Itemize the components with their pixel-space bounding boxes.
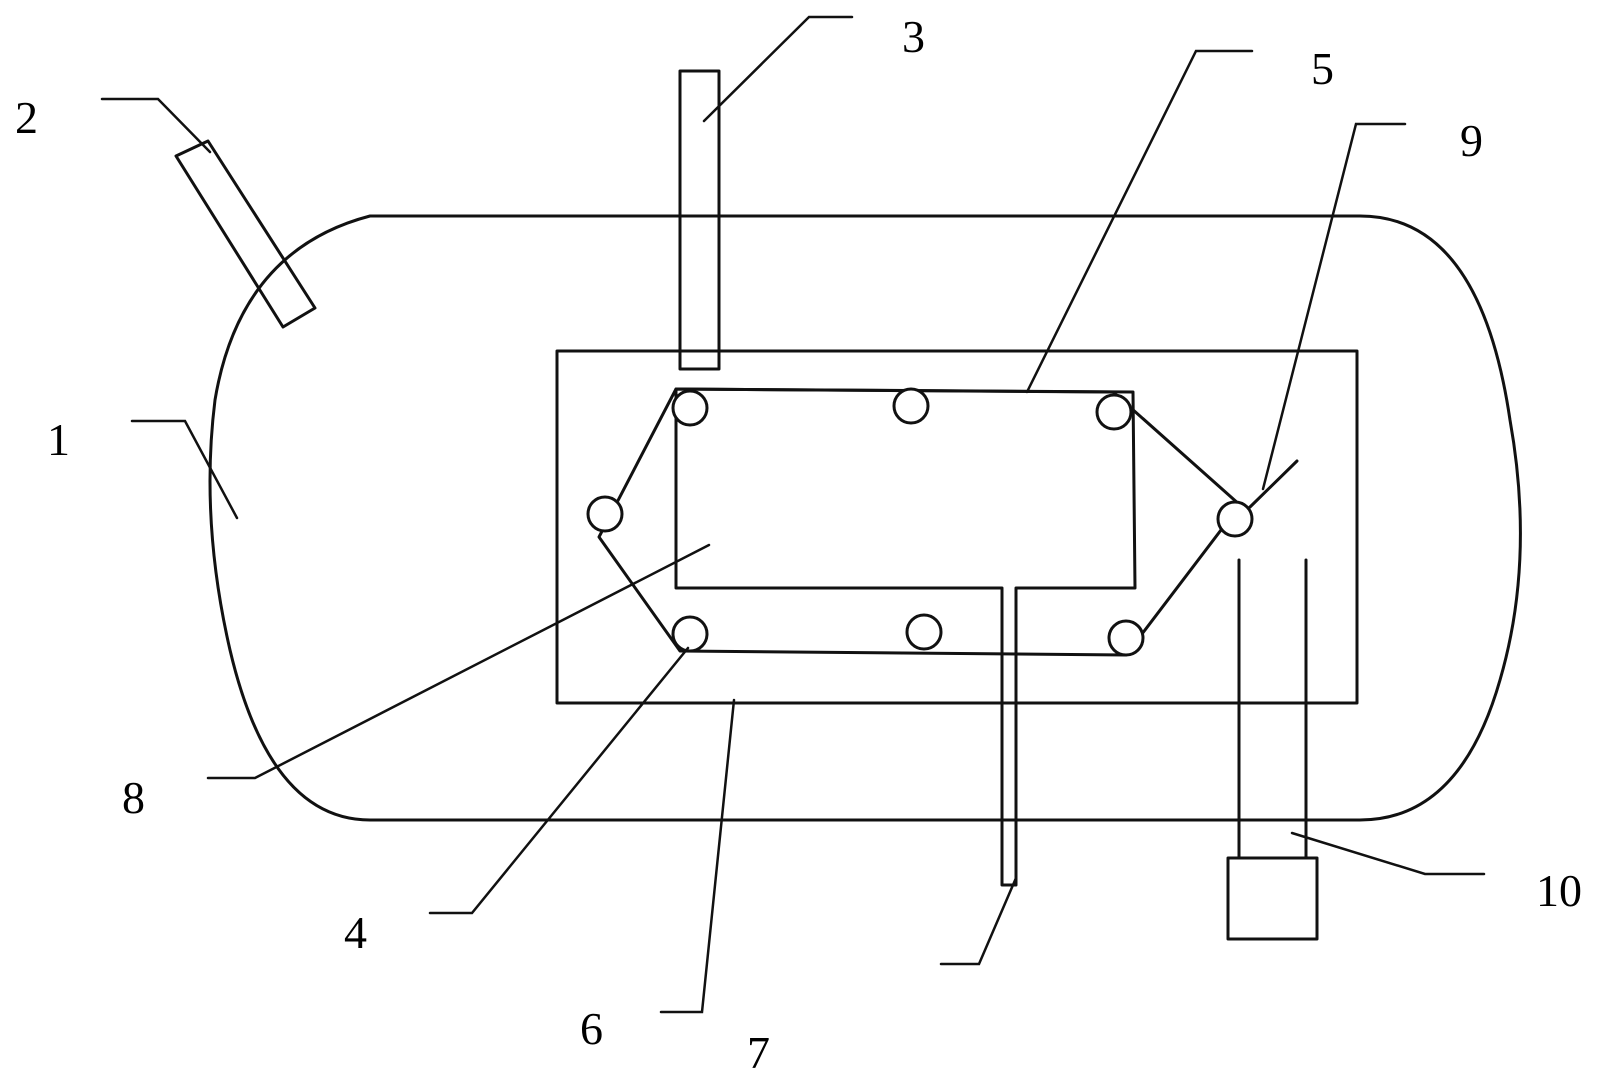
label-7: 7 bbox=[747, 1027, 770, 1078]
leader-6 bbox=[659, 698, 736, 1014]
angled-nozzle bbox=[174, 139, 317, 329]
vessel-body bbox=[208, 214, 1522, 822]
leader-3 bbox=[702, 15, 854, 123]
roller bbox=[1107, 619, 1145, 657]
label-9: 9 bbox=[1460, 115, 1483, 166]
roller bbox=[1216, 500, 1254, 538]
inner-frame bbox=[555, 349, 1359, 705]
leader-2 bbox=[100, 97, 212, 154]
roller bbox=[586, 495, 624, 533]
roller-group bbox=[586, 387, 1254, 657]
label-8: 8 bbox=[122, 772, 145, 823]
roller bbox=[1095, 393, 1133, 431]
core-block bbox=[674, 387, 1137, 887]
label-1: 1 bbox=[47, 414, 70, 465]
leader-4 bbox=[428, 646, 690, 915]
roller bbox=[905, 613, 943, 651]
label-2: 2 bbox=[15, 92, 38, 143]
leader-9 bbox=[1261, 122, 1407, 491]
leader-8 bbox=[206, 543, 711, 780]
leader-1 bbox=[130, 419, 239, 520]
feed-box bbox=[1226, 856, 1319, 941]
leader-7 bbox=[939, 876, 1018, 966]
scraper-blade bbox=[1248, 459, 1299, 509]
label-3: 3 bbox=[902, 11, 925, 62]
leader-5 bbox=[1025, 49, 1254, 394]
roller bbox=[671, 615, 709, 653]
roller bbox=[671, 389, 709, 427]
label-5: 5 bbox=[1311, 43, 1334, 94]
roller bbox=[892, 387, 930, 425]
label-4: 4 bbox=[344, 907, 367, 958]
label-6: 6 bbox=[580, 1003, 603, 1054]
leader-10 bbox=[1290, 831, 1486, 876]
top-pipe bbox=[678, 69, 721, 371]
label-10: 10 bbox=[1536, 865, 1582, 916]
